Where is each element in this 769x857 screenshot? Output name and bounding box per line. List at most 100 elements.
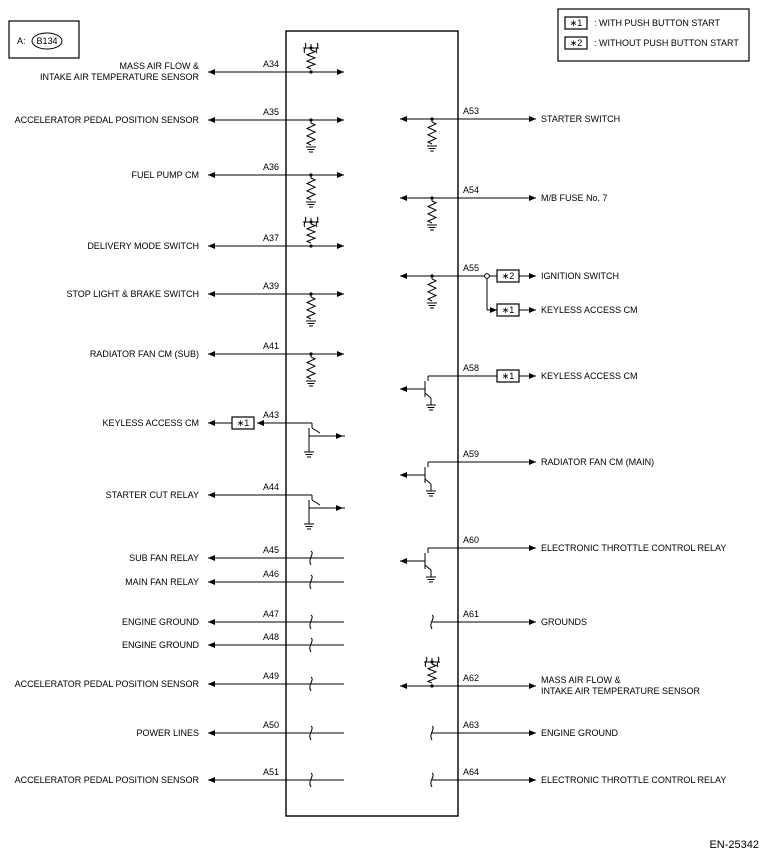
collector-leg [311, 499, 321, 506]
arrow-out [529, 619, 536, 625]
legend: ∗1 : WITH PUSH BUTTON START ∗2 : WITHOUT… [557, 8, 750, 62]
pin-label: A45 [263, 545, 279, 555]
ground-icon [306, 320, 316, 327]
signal-label-line-1: GROUNDS [541, 617, 587, 627]
signal-label-line-1: ACCELERATOR PEDAL POSITION SENSOR [15, 679, 200, 689]
arrow-in [337, 243, 344, 249]
arrow-out [529, 545, 536, 551]
wire-break-icon [309, 772, 313, 788]
arrow-out [208, 420, 215, 426]
pin-label: A59 [463, 449, 479, 459]
pin-label: A35 [263, 107, 279, 117]
branch-arrow [490, 307, 497, 313]
signal-label-line-1: FUEL PUMP CM [131, 170, 199, 180]
connector-tag: A: B134 [8, 20, 80, 59]
arrow-out [208, 492, 215, 498]
wire-break-icon [309, 574, 313, 590]
wire-break-icon [430, 725, 434, 741]
arrow-out [208, 730, 215, 736]
signal-label-line-1: MAIN FAN RELAY [125, 577, 199, 587]
resistor-icon [426, 663, 438, 684]
signal-label-line-2: INTAKE AIR TEMPERATURE SENSOR [541, 686, 701, 696]
pin-label: A50 [263, 720, 279, 730]
legend-mark-1: ∗1 [570, 18, 583, 28]
collector-leg [311, 427, 321, 434]
signal-label-line-1: RADIATOR FAN CM (SUB) [90, 349, 199, 359]
connector-name: B134 [36, 36, 57, 46]
pin-label: A44 [263, 482, 279, 492]
ground-icon [306, 146, 316, 153]
signal-label-line-1: DELIVERY MODE SWITCH [87, 241, 199, 251]
arrow-out [208, 243, 215, 249]
pin-label: A46 [263, 569, 279, 579]
arrow-in [337, 351, 344, 357]
pin-label: A49 [263, 671, 279, 681]
arrow-in [400, 273, 407, 279]
pin-label: A43 [263, 410, 279, 420]
pin-label: A64 [463, 767, 479, 777]
signal-label-line-1: ENGINE GROUND [122, 640, 200, 650]
resistor-icon [305, 356, 317, 380]
signal-label-line-1: RADIATOR FAN CM (MAIN) [541, 457, 654, 467]
ground-icon [427, 302, 437, 309]
open-node [484, 273, 490, 279]
wire-break-icon [309, 676, 313, 692]
arrow-in [400, 116, 407, 122]
signal-label-line-1: ENGINE GROUND [541, 728, 619, 738]
signal-label-line-1: SUB FAN RELAY [129, 553, 199, 563]
pin-label: A58 [463, 363, 479, 373]
junction-dot [309, 70, 313, 74]
base-arrow [336, 505, 343, 511]
arrow-out [529, 373, 536, 379]
ground-icon [304, 523, 314, 530]
wire-break-icon [309, 614, 313, 630]
wire-break-icon [309, 725, 313, 741]
ground-icon [426, 490, 436, 497]
signal-label-line-2: INTAKE AIR TEMPERATURE SENSOR [40, 72, 200, 82]
base-arrow [336, 433, 343, 439]
arrow-out [208, 555, 215, 561]
condition-mark: ∗1 [496, 303, 520, 317]
arrow-in [337, 172, 344, 178]
condition-mark: ∗1 [231, 416, 255, 430]
pin-label: A48 [263, 632, 279, 642]
wire-break-icon [430, 772, 434, 788]
emitter [424, 478, 432, 485]
resistor-icon [426, 200, 438, 224]
arrow-out [208, 351, 215, 357]
resistor-icon [305, 122, 317, 146]
arrow-out [529, 777, 536, 783]
signal-label-line-1: KEYLESS ACCESS CM [541, 371, 638, 381]
arrow-out [529, 195, 536, 201]
wire-break-icon [309, 637, 313, 653]
arrow-out [208, 681, 215, 687]
emitter [424, 564, 432, 571]
signal-label-line-1: IGNITION SWITCH [541, 271, 619, 281]
pin-label: A62 [463, 673, 479, 683]
arrow-out [208, 117, 215, 123]
arrow-in [337, 69, 344, 75]
arrow-in [337, 117, 344, 123]
legend-text-2: : WITHOUT PUSH BUTTON START [594, 38, 739, 48]
legend-mark-2: ∗2 [570, 38, 583, 48]
arrow-out [208, 619, 215, 625]
signal-label-line-1: STOP LIGHT & BRAKE SWITCH [66, 289, 199, 299]
